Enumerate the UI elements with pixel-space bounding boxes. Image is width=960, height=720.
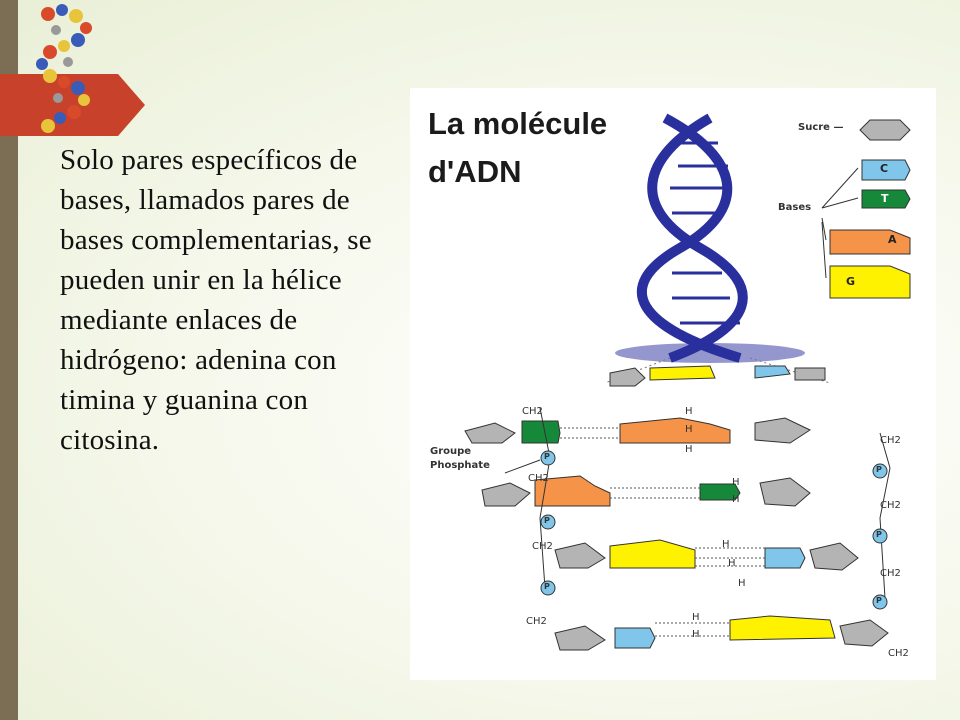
- phosphate-p: P: [544, 582, 550, 591]
- ch2-label: CH2: [880, 500, 901, 511]
- red-arrow-accent: [0, 74, 145, 136]
- body-paragraph: Solo pares específicos de bases, llamado…: [60, 144, 372, 456]
- hydrogen-label: H: [732, 494, 740, 505]
- dna-diagram: [464, 113, 911, 651]
- dna-molecule-figure: La molécule d'ADN: [410, 88, 936, 680]
- ch2-label: CH2: [526, 616, 547, 627]
- hydrogen-label: H: [728, 558, 736, 569]
- label-bases: Bases: [778, 202, 812, 213]
- hydrogen-label: H: [685, 424, 693, 435]
- hydrogen-label: H: [722, 539, 730, 550]
- legend-base-t: T: [881, 192, 889, 205]
- figure-title-line-2: d'ADN: [428, 154, 522, 189]
- hydrogen-label: H: [692, 629, 700, 640]
- hydrogen-label: H: [692, 612, 700, 623]
- ch2-label: CH2: [880, 435, 901, 446]
- legend-base-c: C: [880, 162, 889, 175]
- figure-title-line-1: La molécule: [428, 106, 608, 141]
- hydrogen-label: H: [732, 477, 740, 488]
- phosphate-p: P: [876, 530, 882, 539]
- label-groupe: Groupe: [430, 446, 472, 457]
- legend-base-a: A: [888, 233, 897, 246]
- phosphate-p: P: [876, 596, 882, 605]
- phosphate-p: P: [544, 516, 550, 525]
- label-sucre: Sucre —: [798, 122, 844, 133]
- label-phosphate: Phosphate: [430, 460, 490, 471]
- phosphate-p: P: [544, 452, 550, 461]
- legend-base-g: G: [846, 275, 856, 288]
- left-accent-bar: [0, 0, 18, 720]
- ch2-label: CH2: [532, 541, 553, 552]
- hydrogen-label: H: [738, 578, 746, 589]
- ch2-label: CH2: [528, 473, 549, 484]
- ch2-label: CH2: [888, 648, 909, 659]
- ch2-label: CH2: [522, 406, 543, 417]
- phosphate-p: P: [876, 465, 882, 474]
- ch2-label: CH2: [880, 568, 901, 579]
- dna-logo-icon: [36, 4, 92, 133]
- hydrogen-label: H: [685, 444, 693, 455]
- hydrogen-label: H: [685, 406, 693, 417]
